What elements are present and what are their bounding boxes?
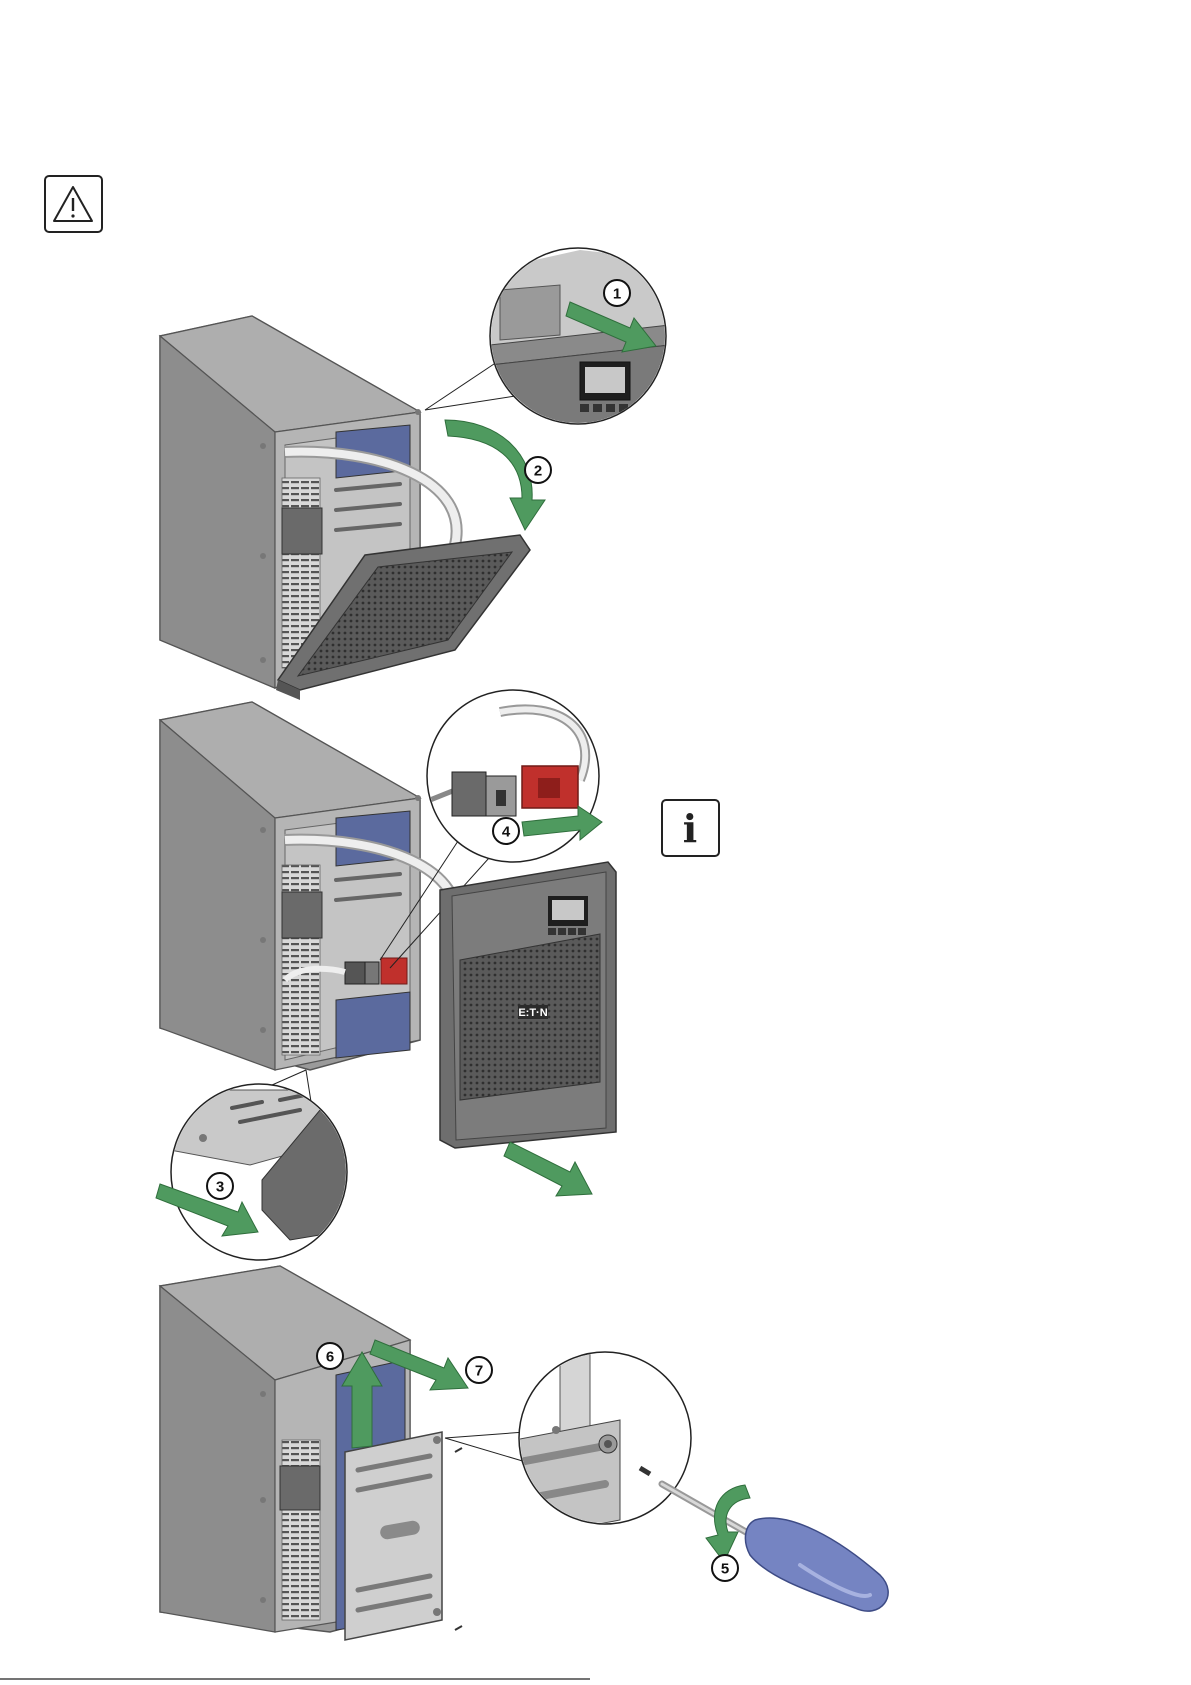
- zoom-circle-bracket-screw: [515, 1345, 691, 1540]
- step-badge-2: 2: [525, 457, 551, 483]
- panel-remove-front-cover: 1 2: [160, 248, 670, 700]
- removed-front-cover: E:T·N: [440, 862, 616, 1148]
- step-number: 4: [502, 824, 511, 841]
- step-badge-4: 4: [493, 818, 519, 844]
- step-badge-1: 1: [604, 280, 630, 306]
- step-number: 6: [326, 1349, 334, 1366]
- step-number: 7: [475, 1363, 483, 1380]
- screwdriver: [640, 1468, 888, 1611]
- step-number: 5: [721, 1561, 729, 1578]
- panel-remove-battery-bracket: 6 7: [160, 1266, 888, 1640]
- eaton-logo: E:T·N: [518, 1007, 547, 1019]
- step-number: 3: [216, 1179, 224, 1196]
- panel-disconnect-cover: 4 E:T·N: [156, 690, 616, 1260]
- step-badge-3: 3: [207, 1173, 233, 1199]
- warning-notice: [45, 176, 102, 232]
- zoom-circle-bottom-latch: [170, 1084, 350, 1260]
- step-number: 1: [613, 286, 621, 303]
- step-badge-5: 5: [712, 1555, 738, 1581]
- ups-cabinet: [160, 702, 457, 1070]
- step-badge-6: 6: [317, 1343, 343, 1369]
- step-number: 2: [534, 463, 542, 480]
- step-badge-7: 7: [466, 1357, 492, 1383]
- battery-bracket: [345, 1432, 462, 1640]
- info-i-icon: i: [683, 806, 697, 851]
- arrow-cover-away: [504, 1142, 592, 1196]
- info-notice: i: [662, 800, 719, 856]
